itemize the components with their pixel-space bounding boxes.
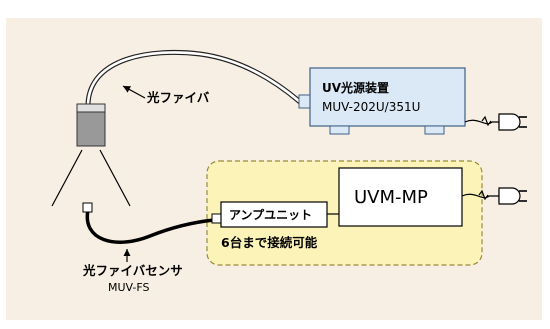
fiber-cable [86, 51, 302, 106]
fiber-pointer [122, 85, 146, 99]
fiber-connector [298, 94, 311, 109]
meter-unit [338, 167, 463, 227]
uv-source-foot [424, 125, 445, 135]
power-cord [464, 115, 500, 128]
plug-icon [498, 113, 527, 131]
light-ray [51, 149, 83, 207]
sensor-model: MUV-FS [108, 281, 150, 294]
uv-source-model: MUV-202U/351U [322, 100, 420, 114]
projector-top [76, 103, 106, 113]
sensor-head [82, 202, 93, 213]
capacity-note: 6台まで接続可能 [221, 235, 318, 250]
uv-source-device [309, 67, 466, 127]
light-ray [99, 149, 131, 207]
amp-input-port [211, 213, 222, 224]
sensor-cable [85, 208, 216, 244]
meter-label: UVM-MP [354, 187, 428, 208]
sensor-label: 光ファイバセンサ [82, 263, 183, 278]
plug-icon [498, 187, 527, 205]
uv-source-title: UV光源装置 [322, 80, 389, 95]
fiber-label: 光ファイバ [146, 90, 210, 105]
amp-unit-label: アンプユニット [229, 207, 312, 222]
uv-source-foot [329, 125, 350, 135]
